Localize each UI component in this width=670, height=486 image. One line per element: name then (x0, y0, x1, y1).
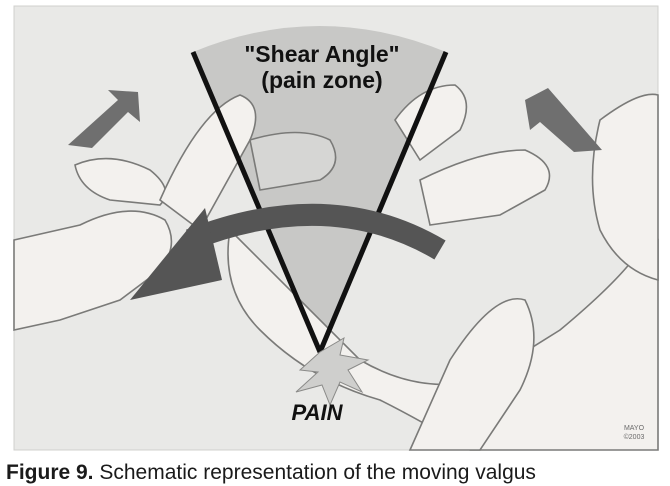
credit-stamp-year: ©2003 (624, 433, 645, 441)
figure-caption-text: Schematic representation of the moving v… (93, 461, 536, 484)
shear-angle-wedge (193, 26, 446, 352)
wedge-right-edge (317, 51, 449, 353)
right-movement-arrow-icon (525, 88, 602, 152)
left-movement-arrow-icon (68, 90, 140, 148)
curved-motion-arrow (185, 203, 446, 260)
pain-burst (295, 336, 370, 407)
credit-stamp-name: MAYO (624, 425, 645, 432)
figure-caption: Figure 9. Schematic representation of th… (6, 460, 670, 486)
pain-zone-label: (pain zone) (261, 67, 382, 93)
pain-label: PAIN (292, 400, 344, 425)
figure-caption-label: Figure 9. (6, 461, 94, 484)
figure-illustration: "Shear Angle" (pain zone) PAIN MAYO ©200… (13, 5, 659, 451)
wedge-left-edge (190, 51, 323, 353)
sketched-arms (13, 84, 659, 451)
curved-arrow-head-icon (130, 208, 222, 300)
shear-angle-label: "Shear Angle" (244, 41, 399, 67)
